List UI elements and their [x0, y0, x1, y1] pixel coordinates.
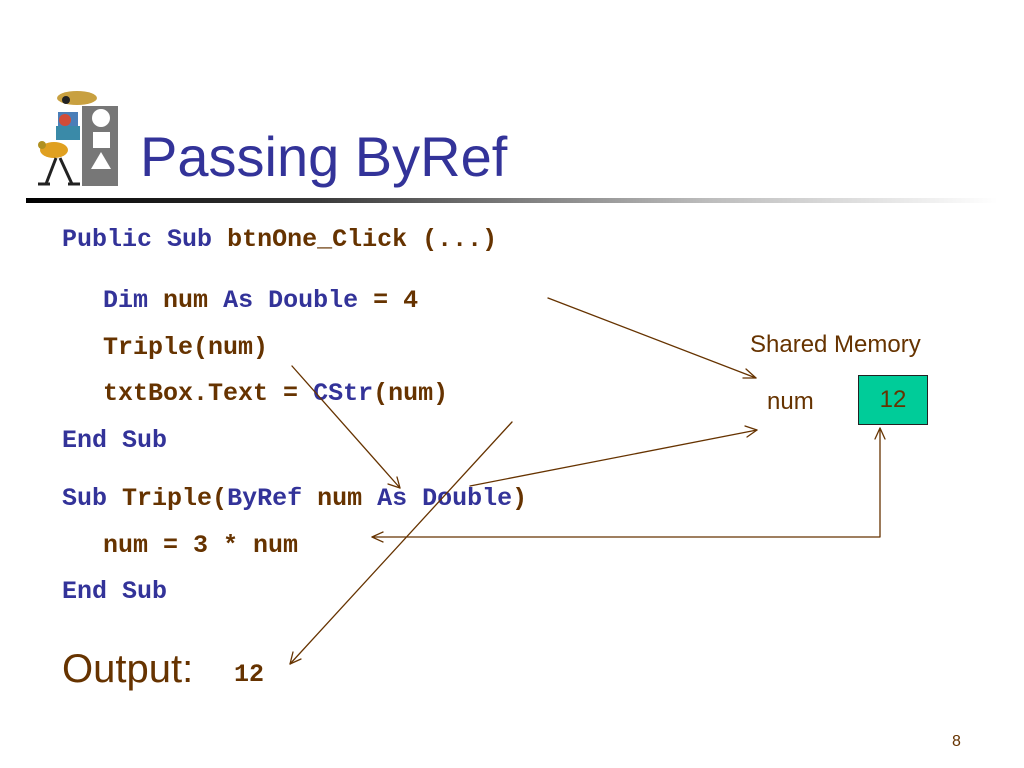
title-divider [26, 198, 998, 203]
code-text: num [317, 484, 363, 513]
code-keyword: Public [62, 225, 153, 254]
memory-value-box: 12 [858, 375, 928, 425]
code-keyword: Double [268, 286, 359, 315]
code-line-4: txtBox.Text = CStr(num) [103, 379, 448, 409]
arrow-call-to-param [291, 365, 401, 489]
code-text: (num) [373, 379, 449, 408]
code-text: = 4 [373, 286, 419, 315]
code-line-1: Public Sub btnOne_Click (...) [62, 225, 497, 255]
code-keyword: Dim [103, 286, 149, 315]
code-line-3: Triple(num) [103, 333, 269, 362]
code-text: btnOne_Click (...) [227, 225, 498, 254]
output-value: 12 [234, 660, 265, 689]
slide-title: Passing ByRef [140, 125, 508, 188]
arrow-memory-to-assignment [371, 427, 886, 543]
memory-variable-name: num [767, 388, 814, 415]
code-line-7: num = 3 * num [103, 531, 299, 560]
code-text: Triple( [122, 484, 228, 513]
page-number: 8 [952, 733, 961, 750]
code-keyword: As [223, 286, 254, 315]
code-keyword: ByRef [227, 484, 303, 513]
output-label: Output: [62, 647, 194, 691]
shared-memory-label: Shared Memory [750, 331, 921, 358]
code-line-8: End Sub [62, 577, 168, 606]
code-line-5: End Sub [62, 426, 168, 455]
code-keyword: As [377, 484, 408, 513]
presentation-logo [38, 91, 118, 186]
code-line-6: Sub Triple(ByRef num As Double) [62, 484, 527, 514]
arrow-dim-to-memory [547, 297, 757, 379]
code-keyword: CStr [313, 379, 374, 408]
code-keyword: Sub [167, 225, 213, 254]
arrow-cstr-to-output [289, 421, 513, 665]
code-keyword: Double [422, 484, 513, 513]
code-keyword: Sub [62, 484, 108, 513]
code-text: num [163, 286, 209, 315]
arrow-param-to-memory [469, 425, 758, 487]
code-text: ) [512, 484, 528, 513]
code-line-2: Dim num As Double = 4 [103, 286, 418, 316]
code-text: txtBox.Text = [103, 379, 299, 408]
